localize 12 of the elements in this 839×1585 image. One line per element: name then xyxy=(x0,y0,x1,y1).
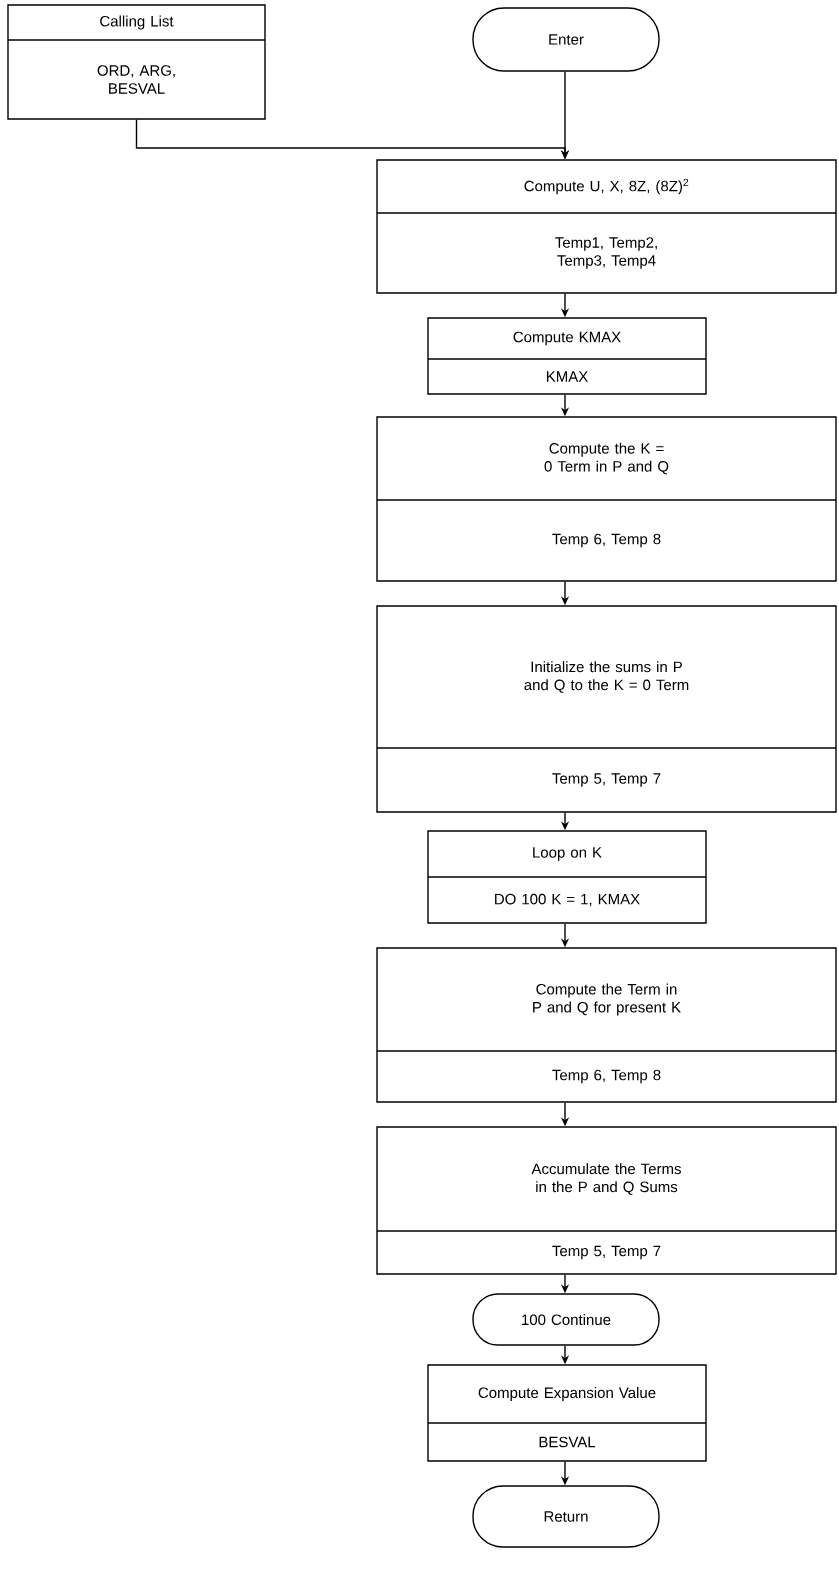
process-box: Initialize the sums in P and Q to the K = 0 Term Temp 5, Temp 7 xyxy=(376,605,837,813)
process-box: Compute Expansion Value BESVAL xyxy=(427,1364,707,1462)
process-box: Loop on K DO 100 K = 1, KMAX xyxy=(427,830,707,924)
process-box: Compute the K = 0 Term in P and Q Temp 6, Temp 8 xyxy=(376,416,837,582)
process-box: Compute KMAX KMAX xyxy=(427,317,707,395)
terminal-box: Return xyxy=(472,1485,660,1548)
terminal-box: Enter xyxy=(472,7,660,72)
process-box: Compute the Term in P and Q for present K Temp 6, Temp 8 xyxy=(376,947,837,1103)
process-box: Accumulate the Terms in the P and Q Sums Temp 5, Temp 7 xyxy=(376,1126,837,1275)
terminal-box: 100 Continue xyxy=(472,1293,660,1346)
process-box: Compute U, X, 8Z, (8Z)$^{2}$ Temp1, Temp2, Temp3, Temp4 xyxy=(376,159,837,294)
process-box: Calling List ORD, ARG, BESVAL xyxy=(7,4,266,120)
